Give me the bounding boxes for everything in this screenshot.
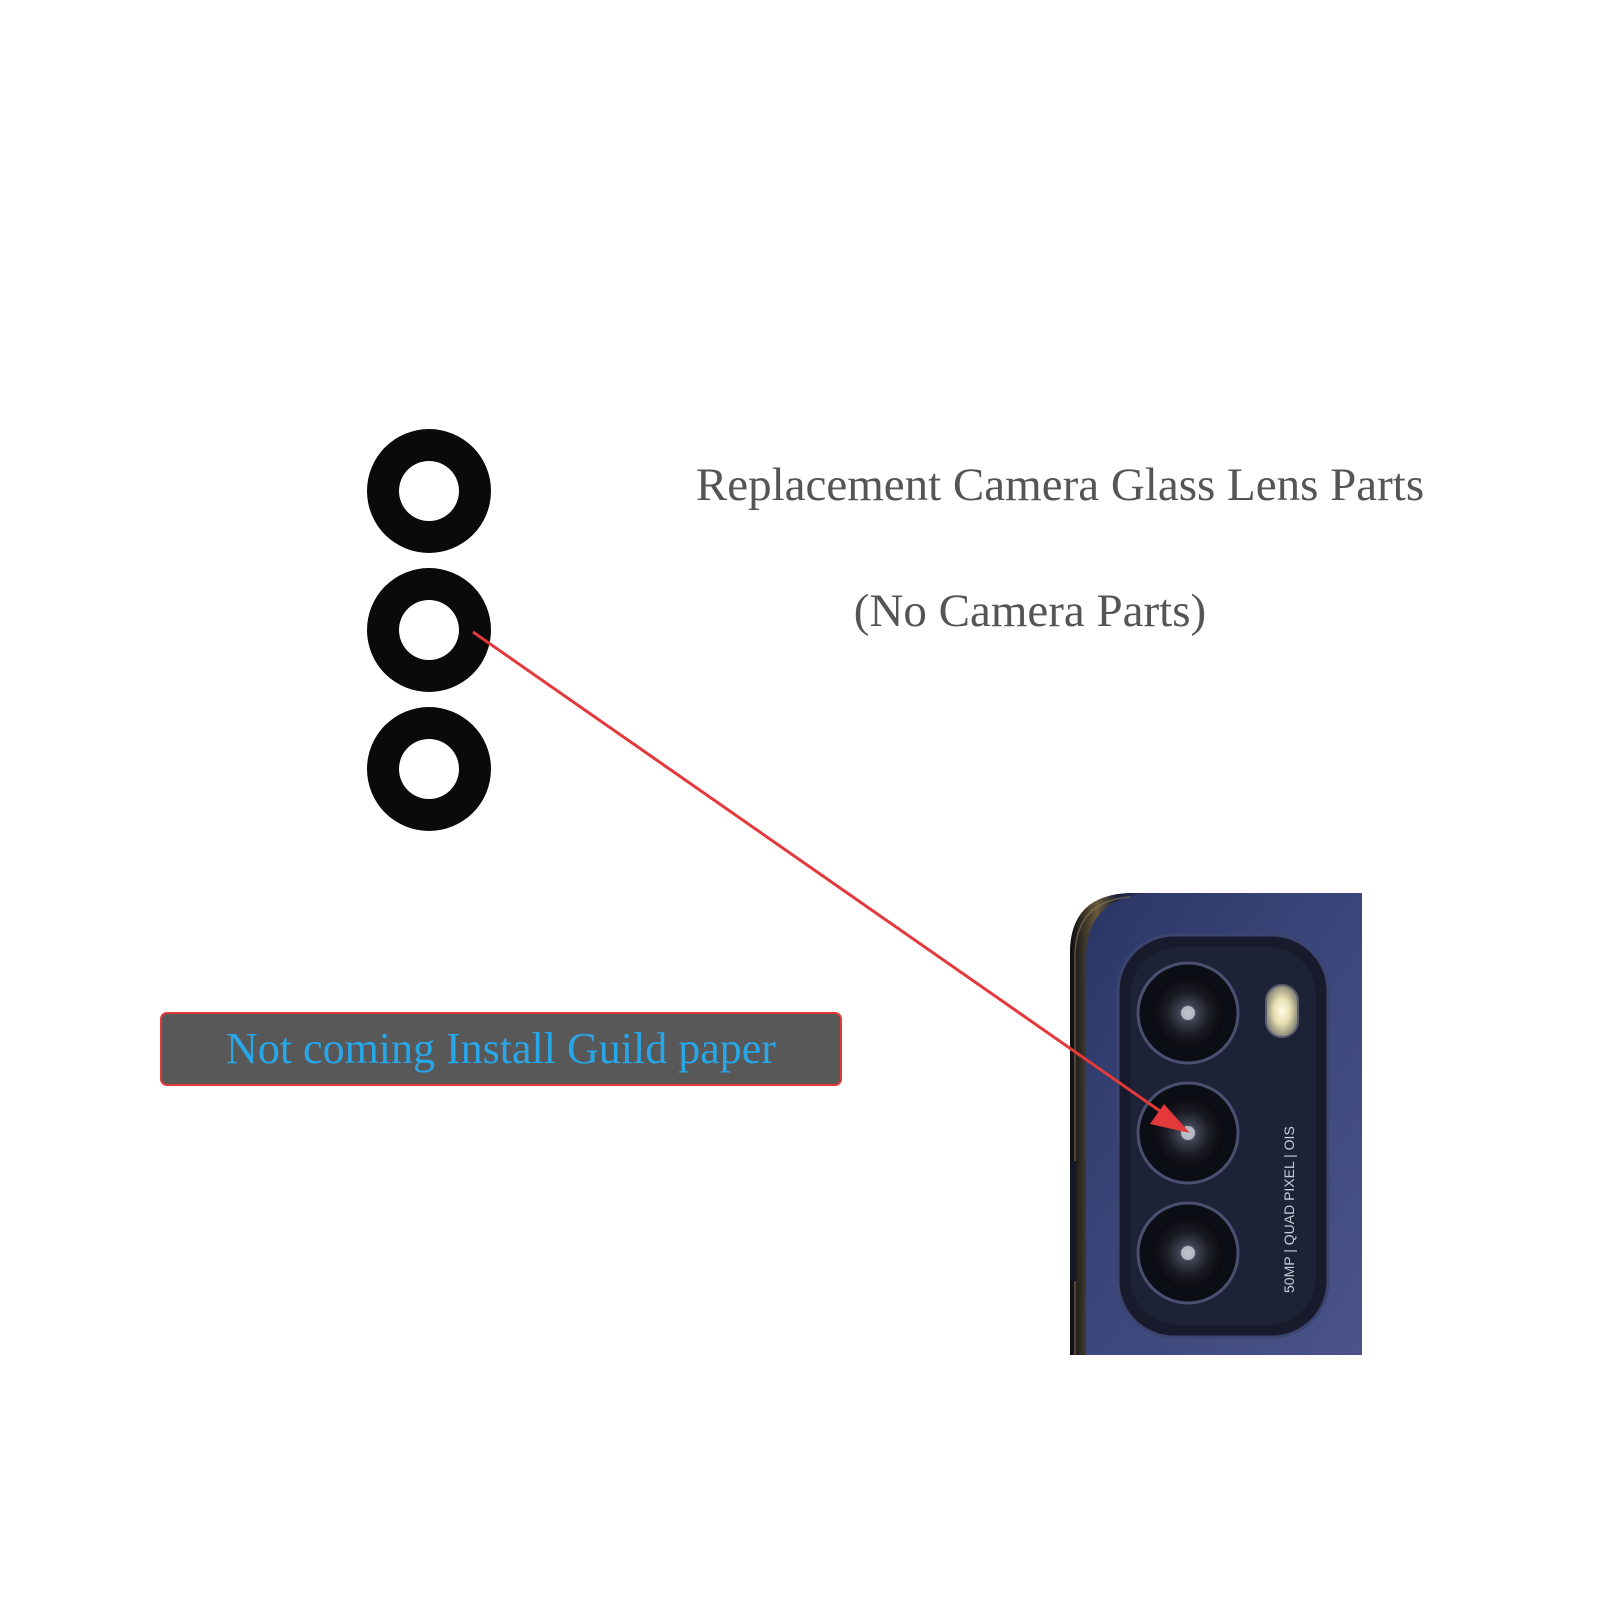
lens-ring-hole <box>399 461 459 521</box>
note-text: Not coming Install Guild paper <box>226 1024 776 1073</box>
lens-ring-hole <box>399 739 459 799</box>
lens-ring-2 <box>367 568 491 692</box>
note-banner: Not coming Install Guild paper <box>160 1012 842 1086</box>
headline-text: Replacement Camera Glass Lens Parts <box>695 459 1425 511</box>
lens-ring-3 <box>367 707 491 831</box>
side-button <box>1070 1161 1076 1281</box>
lens-ring-1 <box>367 429 491 553</box>
lens-ring-hole <box>399 600 459 660</box>
camera-flash <box>1265 984 1299 1038</box>
subline-text: (No Camera Parts) <box>853 585 1207 637</box>
phone-camera-photo: 50MP | QUAD PIXEL | OIS <box>1070 893 1362 1355</box>
camera-lens-bottom <box>1136 1201 1240 1305</box>
camera-lens-middle <box>1136 1081 1240 1185</box>
camera-lens-top <box>1136 961 1240 1065</box>
module-label: 50MP | QUAD PIXEL | OIS <box>1281 1126 1297 1293</box>
